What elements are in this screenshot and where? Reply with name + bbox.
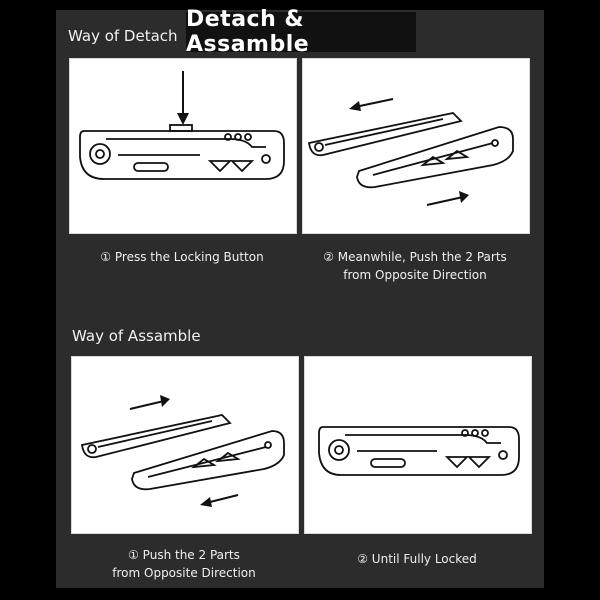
detach-step-1-caption: ① Press the Locking Button: [69, 248, 295, 266]
detach-step-1-illustration: [69, 58, 297, 234]
caption-line: ② Until Fully Locked: [357, 552, 477, 566]
caption-line: from Opposite Direction: [343, 268, 487, 282]
caption-line: ② Meanwhile, Push the 2 Parts: [323, 250, 507, 264]
section-heading-assemble: Way of Assamble: [72, 327, 201, 345]
caption-line: ① Push the 2 Parts: [128, 548, 240, 562]
right-arrow-icon: [426, 191, 469, 206]
assemble-step-2-illustration: [304, 356, 532, 534]
assemble-step-2-caption: ② Until Fully Locked: [304, 550, 530, 568]
multitool-closed-illustration: [79, 71, 285, 180]
multitool-locked-illustration: [318, 426, 520, 476]
multitool-separating-illustration: [307, 98, 514, 206]
multitool-joining-illustration: [80, 395, 285, 507]
detach-step-2-caption: ② Meanwhile, Push the 2 Parts from Oppos…: [302, 248, 528, 284]
detach-step-2-illustration: [302, 58, 530, 234]
left-arrow-icon: [349, 98, 394, 111]
assemble-step-1-illustration: [71, 356, 299, 534]
page-title: Detach & Assamble: [186, 7, 416, 57]
assemble-step-1-caption: ① Push the 2 Parts from Opposite Directi…: [71, 546, 297, 582]
left-arrow-icon: [200, 494, 239, 507]
down-arrow-icon: [177, 71, 189, 125]
caption-line: from Opposite Direction: [112, 566, 256, 580]
right-arrow-icon: [129, 395, 170, 410]
caption-line: ① Press the Locking Button: [100, 250, 264, 264]
section-heading-detach: Way of Detach: [68, 27, 178, 45]
